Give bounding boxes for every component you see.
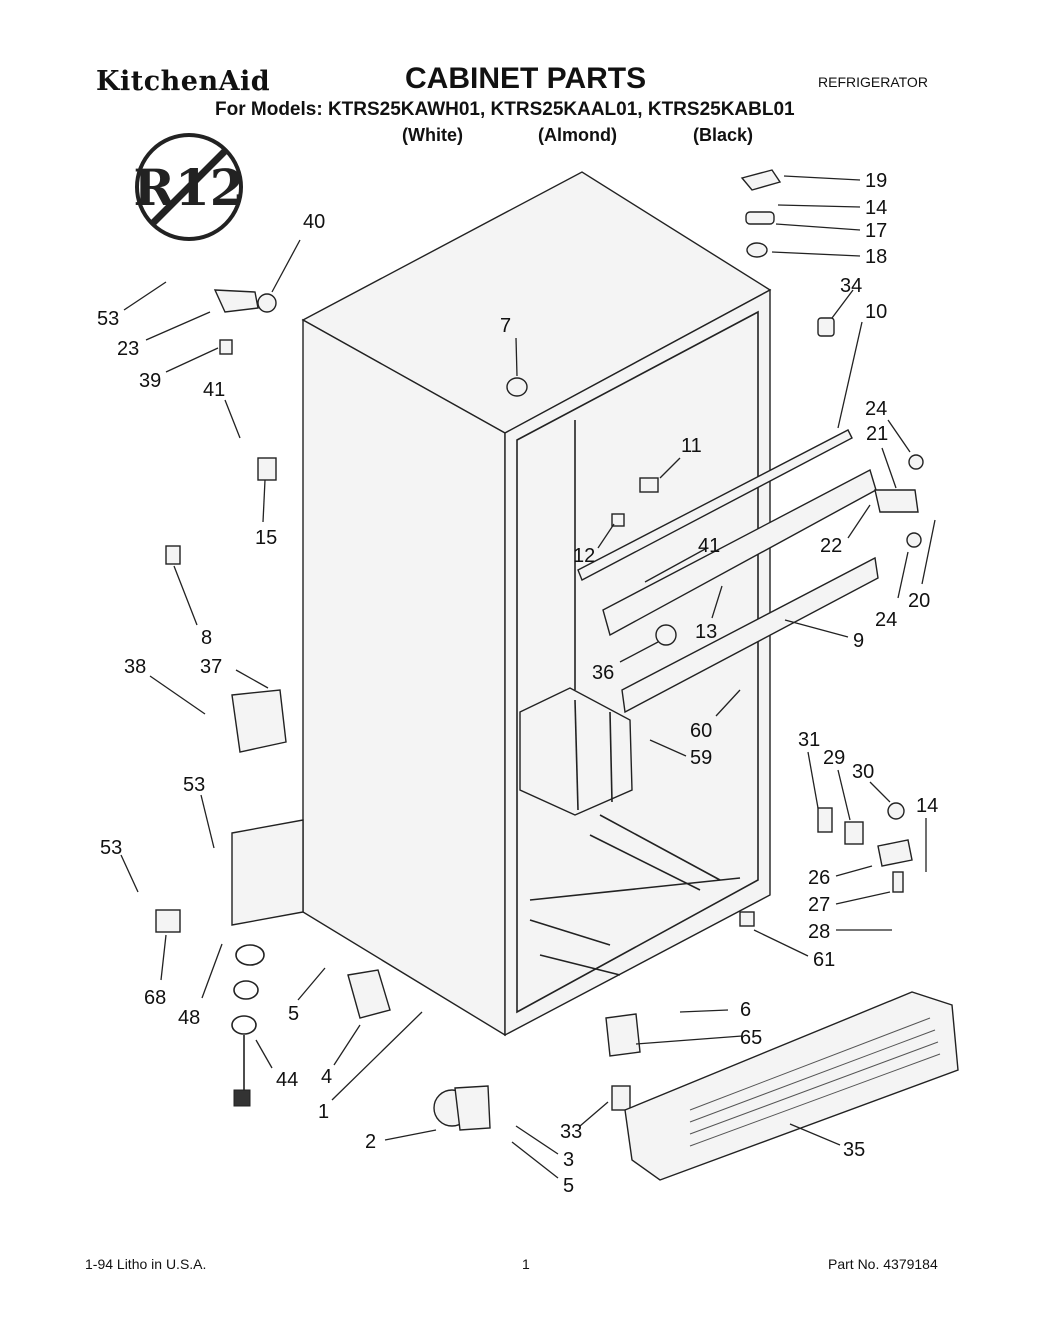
callout-26: 26 [808,867,830,889]
shelf-rails [577,429,879,714]
callout-44: 44 [276,1069,298,1091]
callout-36: 36 [592,662,614,684]
callout-21: 21 [866,423,888,445]
callout-27: 27 [808,894,830,916]
callout-6: 6 [740,999,751,1021]
variant-black: (Black) [693,125,754,145]
callout-23: 23 [117,338,139,360]
callout-65: 65 [740,1027,762,1049]
callout-1: 1 [318,1101,329,1123]
callout-48: 48 [178,1007,200,1029]
callout-40: 40 [303,211,325,233]
callout-59: 59 [690,747,712,769]
callout-39: 39 [139,370,161,392]
page-title: CABINET PARTS [405,62,647,95]
callout-41: 41 [203,379,225,401]
callout-33: 33 [560,1121,582,1143]
cabinet-shell [301,171,772,1037]
callout-35: 35 [843,1139,865,1161]
callout-labels: 19 14 17 18 34 10 40 53 23 39 7 41 15 11… [97,170,938,1197]
footer-page-number: 1 [522,1256,530,1272]
callout-24-bottom: 24 [875,609,897,631]
callout-53-plate: 53 [183,774,205,796]
callout-31: 31 [798,729,820,751]
callout-5-lower: 5 [563,1175,574,1197]
callout-18: 18 [865,246,887,268]
callout-17: 17 [865,220,887,242]
brand-logo: KitchenAid [96,66,271,97]
callout-30: 30 [852,761,874,783]
callout-37: 37 [200,656,222,678]
callout-68: 68 [144,987,166,1009]
callout-60: 60 [690,720,712,742]
callout-7: 7 [500,315,511,337]
callout-5-upper: 5 [288,1003,299,1025]
toe-grille [624,991,959,1181]
callout-14-hinge: 14 [916,795,938,817]
callout-38: 38 [124,656,146,678]
callout-9: 9 [853,630,864,652]
appliance-category: REFRIGERATOR [818,74,928,90]
model-list: For Models: KTRS25KAWH01, KTRS25KAAL01, … [215,99,795,120]
callout-15: 15 [255,527,277,549]
callout-22: 22 [820,535,842,557]
callout-20: 20 [908,590,930,612]
callout-11: 11 [681,435,702,457]
small-parts [155,169,924,1131]
callout-24-top: 24 [865,398,887,420]
callout-29: 29 [823,747,845,769]
callout-8: 8 [201,627,212,649]
leader-lines [120,175,936,1179]
callout-13: 13 [695,621,717,643]
callout-61: 61 [813,949,835,971]
callout-12: 12 [573,545,595,567]
footer-litho: 1-94 Litho in U.S.A. [85,1256,207,1272]
callout-3: 3 [563,1149,574,1171]
callout-4: 4 [321,1066,332,1088]
callout-2: 2 [365,1131,376,1153]
callout-19: 19 [865,170,887,192]
callout-53-clamp: 53 [100,837,122,859]
r12-badge: R12 [133,133,245,241]
variant-almond: (Almond) [538,125,617,145]
callout-10: 10 [865,301,887,323]
variant-white: (White) [402,125,463,145]
callout-28: 28 [808,921,830,943]
footer-part-number: Part No. 4379184 [828,1256,938,1272]
callout-53: 53 [97,308,119,330]
callout-34: 34 [840,275,862,297]
callout-14: 14 [865,197,887,219]
callout-41-rail: 41 [698,535,720,557]
